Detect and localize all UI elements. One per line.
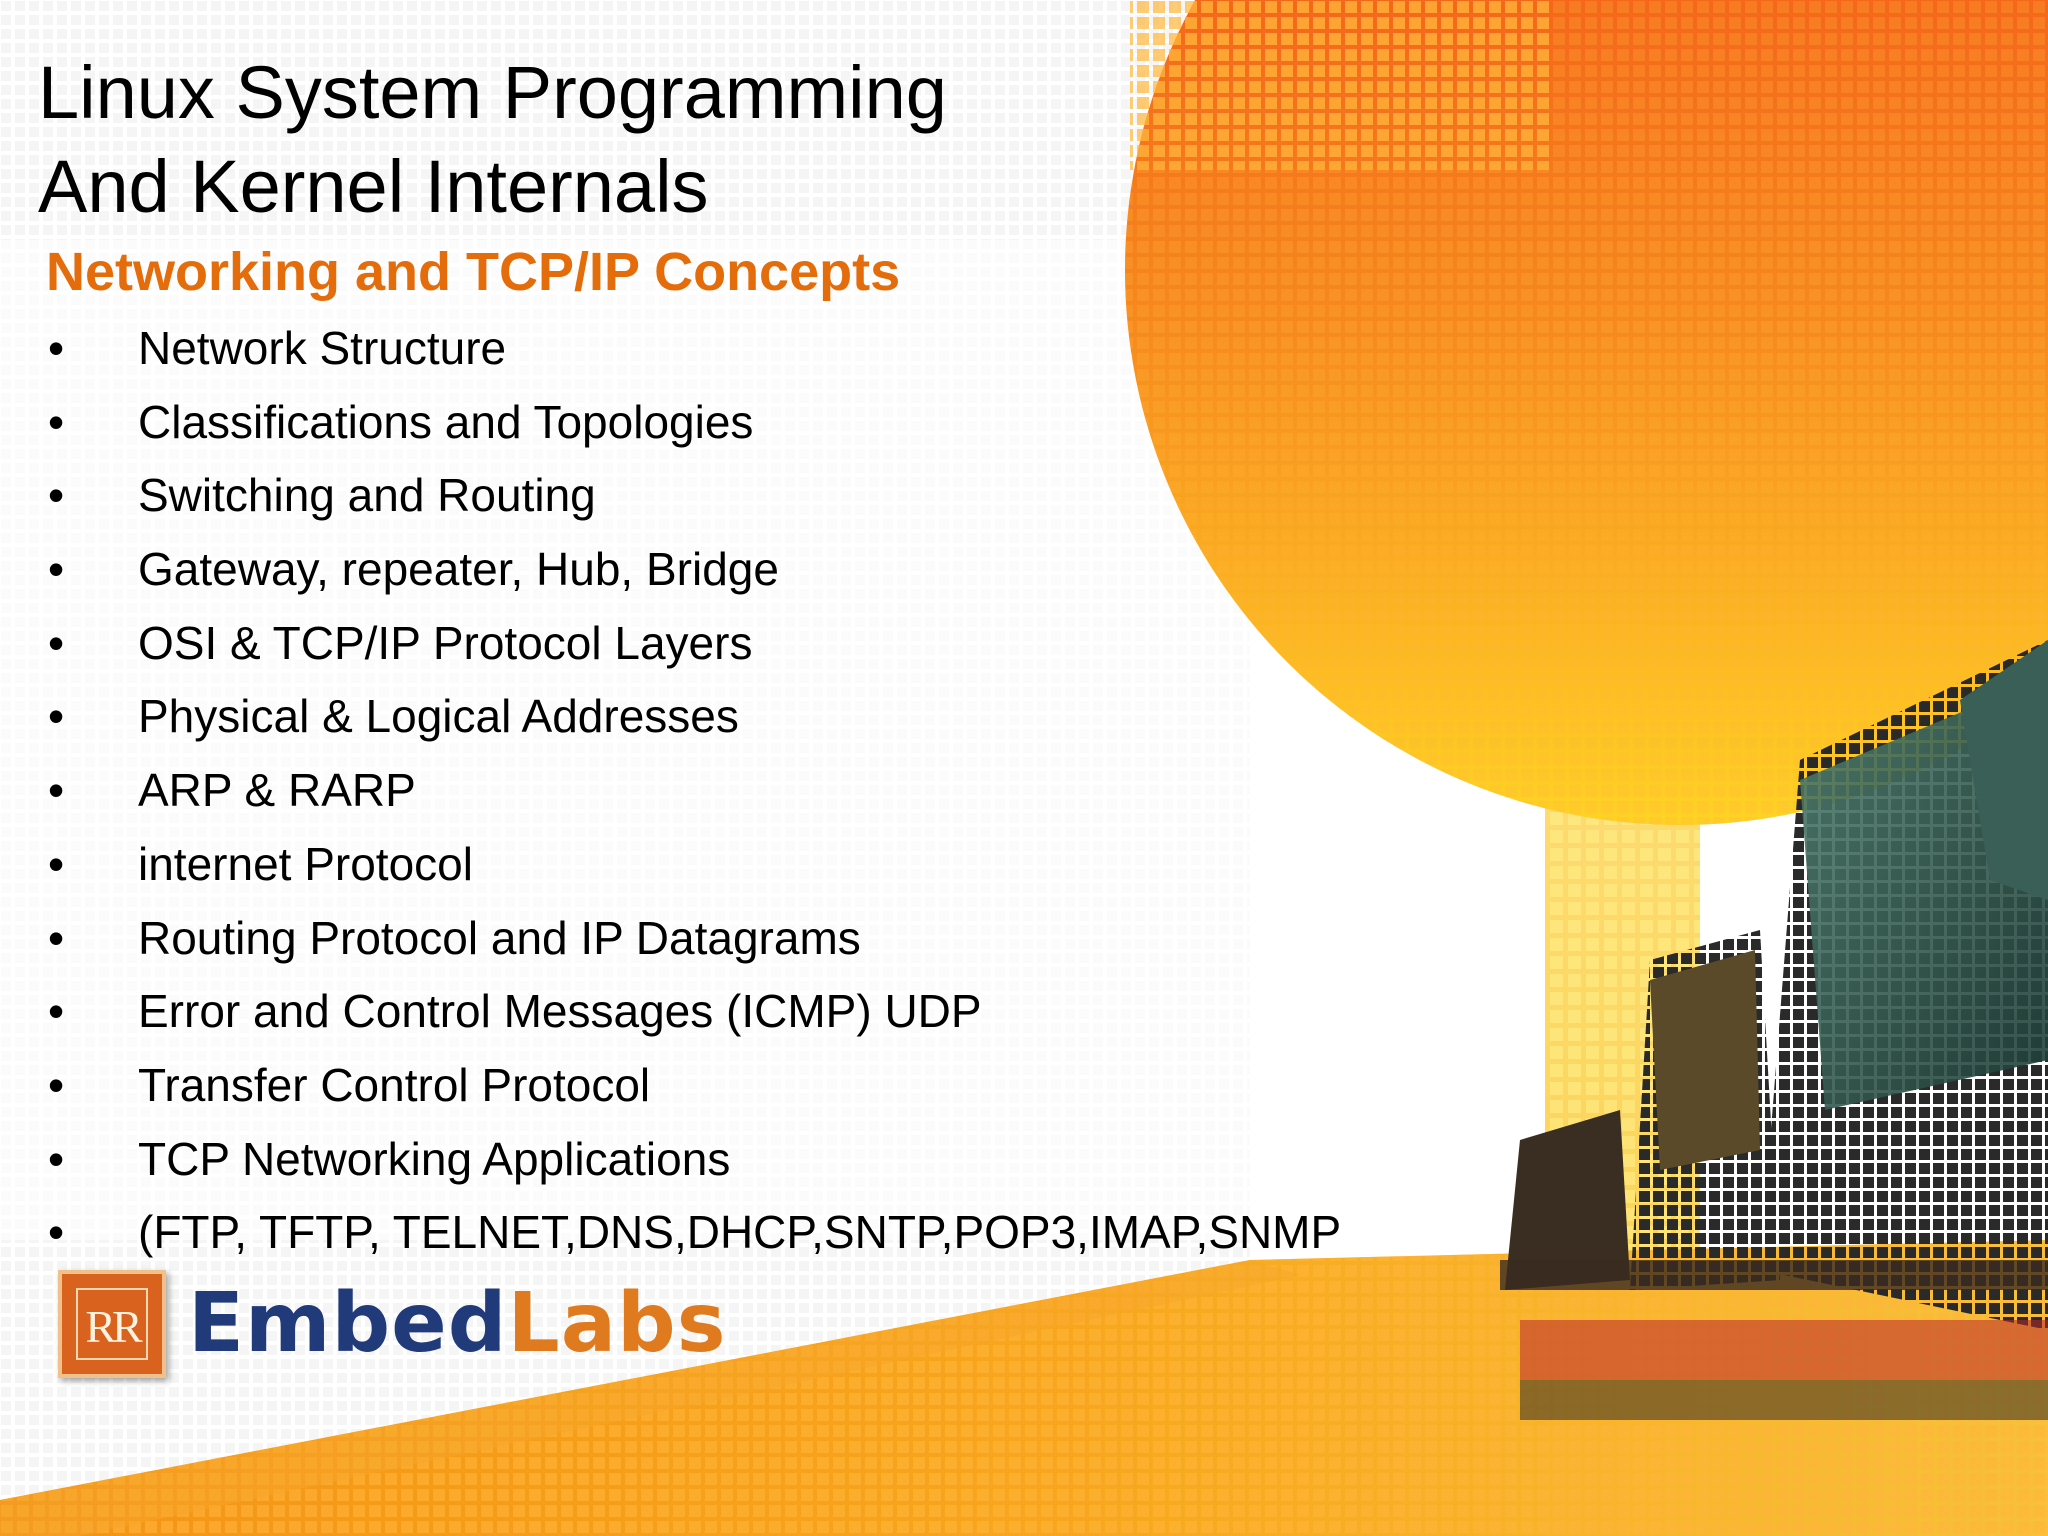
bullet-icon: •: [48, 764, 65, 817]
bullet-icon: •: [48, 911, 65, 964]
bullet-icon: •: [48, 1206, 65, 1259]
bullet-icon: •: [48, 395, 65, 448]
bullet-text: TCP Networking Applications: [138, 1132, 731, 1185]
bullet-text: Physical & Logical Addresses: [138, 690, 739, 743]
bullet-text: Switching and Routing: [138, 469, 596, 522]
bullet-text: Classifications and Topologies: [138, 395, 754, 448]
bullet-text: Gateway, repeater, Hub, Bridge: [138, 543, 779, 596]
bullet-text: (FTP, TFTP, TELNET,DNS,DHCP,SNTP,POP3,IM…: [138, 1206, 1342, 1259]
bullet-text: OSI & TCP/IP Protocol Layers: [138, 616, 753, 669]
logo-wordmark: EmbedLabs: [188, 1274, 727, 1374]
bullet-icon: •: [48, 616, 65, 669]
bullet-icon: •: [48, 690, 65, 743]
logo-badge: RR: [58, 1270, 166, 1378]
bullet-text: Network Structure: [138, 322, 507, 374]
bullet-icon: •: [48, 1132, 65, 1185]
bullet-icon: •: [48, 469, 65, 522]
bullet-text: internet Protocol: [138, 837, 473, 890]
bullet-icon: •: [48, 1058, 65, 1111]
title-line-1: Linux System Programming: [38, 51, 947, 134]
bullet-icon: •: [48, 985, 65, 1038]
bullet-icon: •: [48, 322, 65, 374]
logo-word-embed: Embed: [188, 1276, 508, 1371]
embedlabs-logo: RR EmbedLabs: [58, 1270, 818, 1380]
subtitle: Networking and TCP/IP Concepts: [46, 242, 901, 302]
bullet-text: Error and Control Messages (ICMP) UDP: [138, 985, 982, 1038]
title-line-2: And Kernel Internals: [38, 145, 709, 228]
bullet-icon: •: [48, 543, 65, 596]
bullet-text: ARP & RARP: [138, 764, 416, 817]
bullet-text: Routing Protocol and IP Datagrams: [138, 911, 861, 964]
logo-word-labs: Labs: [507, 1276, 727, 1371]
bullet-icon: •: [48, 837, 65, 890]
bullet-text: Transfer Control Protocol: [138, 1058, 651, 1111]
logo-badge-text: RR: [76, 1288, 148, 1360]
